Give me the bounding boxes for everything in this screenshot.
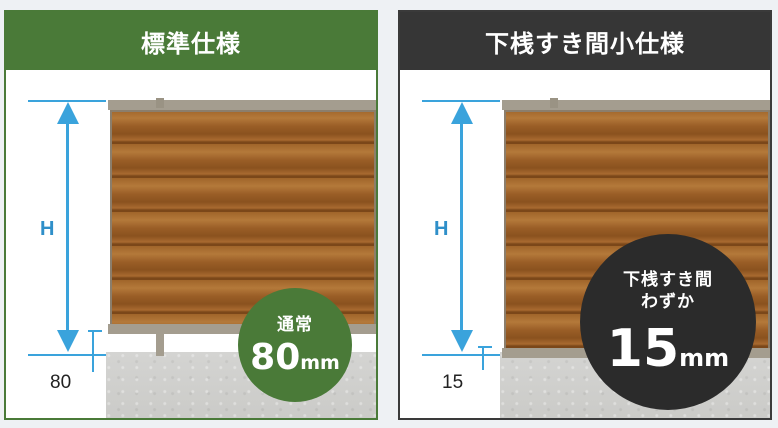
height-label: H bbox=[40, 218, 55, 240]
badge-caption-line-2: わずか bbox=[641, 292, 695, 312]
dimension-guide-top bbox=[422, 100, 500, 102]
gap-dimension-line bbox=[482, 346, 484, 370]
gap-label: 80 bbox=[50, 372, 72, 393]
gap-dimension-line bbox=[92, 330, 94, 372]
post-leg bbox=[156, 332, 164, 356]
height-dimension-line bbox=[66, 122, 69, 332]
badge-unit: mm bbox=[679, 344, 730, 372]
panel-title: 標準仕様 bbox=[6, 12, 376, 70]
badge-value: 15mm bbox=[607, 323, 729, 375]
arrow-up-icon bbox=[57, 102, 79, 124]
badge-caption: 通常 bbox=[277, 315, 313, 335]
post-cap bbox=[156, 98, 164, 108]
dimension-guide-bottom bbox=[422, 354, 500, 356]
narrow-gap-spec-panel: 下桟すき間小仕様 H 15 下桟すき間 わずか 15mm bbox=[398, 10, 772, 420]
badge-value: 80mm bbox=[250, 340, 340, 376]
wood-fence-panel bbox=[110, 110, 376, 326]
dimension-guide-bottom bbox=[28, 354, 106, 356]
standard-spec-panel: 標準仕様 H 80 通常 80mm bbox=[4, 10, 378, 420]
arrow-up-icon bbox=[451, 102, 473, 124]
top-rail bbox=[108, 100, 376, 110]
top-rail bbox=[502, 100, 770, 110]
panel-title: 下桟すき間小仕様 bbox=[400, 12, 770, 70]
gap-guide-top bbox=[478, 346, 492, 348]
post-cap bbox=[550, 98, 558, 108]
dimension-guide-top bbox=[28, 100, 106, 102]
arrow-down-icon bbox=[451, 330, 473, 352]
arrow-down-icon bbox=[57, 330, 79, 352]
gap-badge: 通常 80mm bbox=[238, 288, 352, 402]
height-dimension-line bbox=[460, 122, 463, 332]
gap-guide-top bbox=[88, 330, 102, 332]
badge-number: 15 bbox=[606, 319, 680, 379]
gap-badge: 下桟すき間 わずか 15mm bbox=[580, 234, 756, 410]
gap-label: 15 bbox=[442, 372, 464, 393]
badge-unit: mm bbox=[300, 352, 340, 374]
badge-number: 80 bbox=[250, 337, 301, 378]
height-label: H bbox=[434, 218, 449, 240]
badge-caption-line-1: 下桟すき間 bbox=[623, 270, 713, 290]
